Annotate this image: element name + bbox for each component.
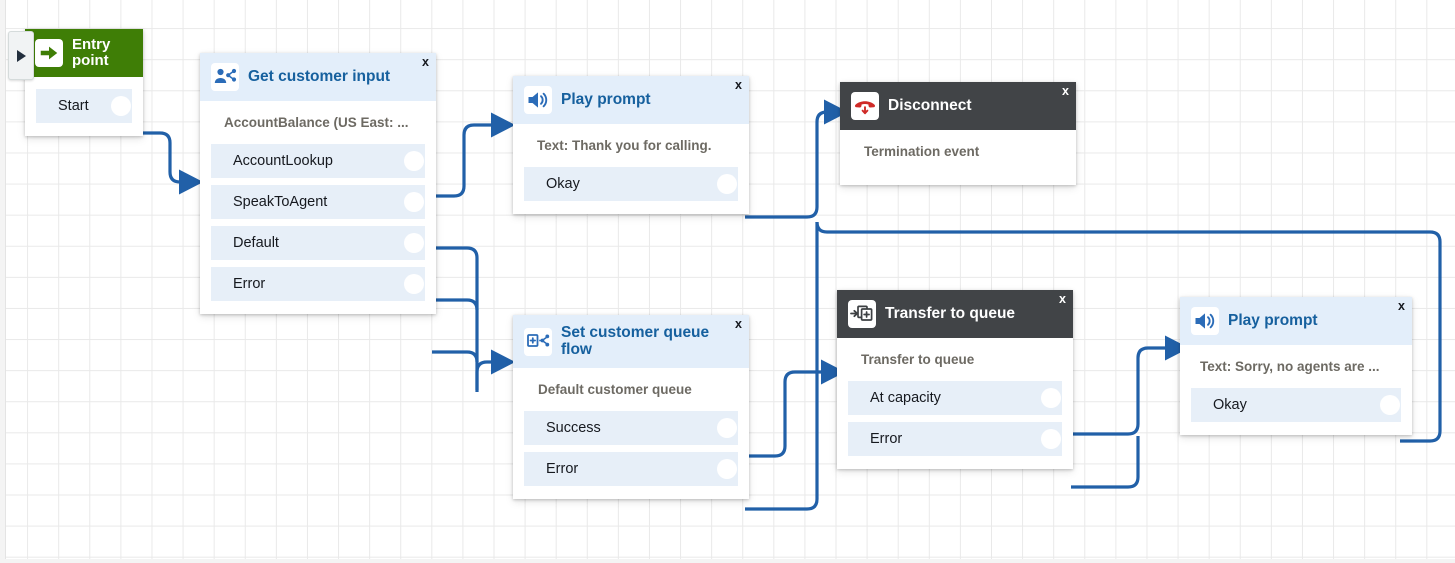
node-title: Set customer queue flow — [561, 324, 710, 358]
node-title: Transfer to queue — [885, 304, 1016, 322]
port-okay[interactable]: Okay — [524, 167, 738, 201]
node-title: Play prompt — [561, 90, 651, 108]
wire-success-to-transfer — [745, 359, 846, 458]
port-connector-dot[interactable] — [717, 174, 737, 194]
port-start[interactable]: Start — [36, 89, 132, 124]
wire-okay-to-disconnect — [745, 99, 849, 219]
node-title: Entry point — [72, 36, 111, 70]
node-header: x Get customer input — [200, 53, 436, 101]
port-connector-dot[interactable] — [1041, 429, 1061, 449]
port-default[interactable]: Default — [211, 226, 425, 260]
port-label: Success — [546, 420, 601, 437]
chevron-right-icon — [16, 49, 26, 62]
port-label: Error — [870, 431, 903, 447]
port-label: AccountLookup — [233, 153, 333, 169]
node-header: x Play prompt — [513, 76, 749, 124]
node-ports: Success Error — [513, 411, 749, 499]
node-subtitle: Text: Thank you for calling. — [537, 138, 712, 153]
port-label: Error — [233, 276, 266, 292]
canvas-left-gutter — [0, 0, 6, 563]
port-connector-dot[interactable] — [404, 192, 424, 212]
node-subtitle: AccountBalance (US East: ... — [224, 115, 409, 130]
speaker-icon — [1191, 307, 1219, 335]
port-success[interactable]: Success — [524, 411, 738, 446]
port-label: Error — [546, 461, 579, 478]
port-label: Okay — [546, 176, 580, 192]
port-connector-dot[interactable] — [404, 233, 424, 253]
node-play-prompt-thanks[interactable]: x Play prompt Text: Thank you for callin… — [513, 76, 749, 214]
node-subtitle: Text: Sorry, no agents are ... — [1200, 359, 1380, 374]
node-ports: At capacity Error — [837, 381, 1073, 469]
port-accountlookup[interactable]: AccountLookup — [211, 144, 425, 178]
node-title: Disconnect — [888, 96, 972, 114]
node-ports: Start — [25, 89, 143, 136]
set-queue-flow-icon — [524, 327, 552, 356]
wire-transfer-error-rail — [1071, 436, 1140, 489]
wire-setqueue-error-rail — [745, 222, 819, 511]
port-connector-dot[interactable] — [111, 96, 131, 117]
port-error[interactable]: Error — [211, 267, 425, 301]
node-header: Entry point — [25, 29, 143, 78]
node-play-prompt-no-agents[interactable]: x Play prompt Text: Sorry, no agents are… — [1180, 297, 1412, 435]
node-header: x Disconnect — [840, 82, 1076, 130]
wire-error-rail — [432, 350, 479, 363]
wire-branches-to-setqueue — [475, 349, 516, 390]
node-subtitle: Transfer to queue — [861, 352, 975, 367]
close-icon[interactable]: x — [735, 317, 742, 331]
port-connector-dot[interactable] — [1380, 395, 1400, 415]
port-connector-dot[interactable] — [717, 459, 737, 480]
port-label: Okay — [1213, 397, 1247, 413]
node-transfer-to-queue[interactable]: x Transfer to queue Transfer to queue At… — [837, 290, 1073, 469]
node-spacer — [840, 173, 1076, 185]
port-at-capacity[interactable]: At capacity — [848, 381, 1062, 415]
node-set-customer-queue-flow[interactable]: x Set customer queue flow Default custom… — [513, 315, 749, 500]
port-label: Default — [233, 235, 279, 251]
close-icon[interactable]: x — [1062, 84, 1069, 98]
wire-accountlookup-to-playprompt — [432, 112, 516, 198]
node-title: Get customer input — [248, 67, 391, 85]
port-speaktoagent[interactable]: SpeakToAgent — [211, 185, 425, 219]
port-error[interactable]: Error — [848, 422, 1062, 456]
canvas-bottom-gutter — [0, 559, 1455, 563]
node-ports: Okay — [1180, 388, 1412, 435]
node-subtitle: Termination event — [864, 144, 980, 159]
node-ports: Okay — [513, 167, 749, 214]
transfer-queue-icon — [848, 300, 876, 328]
node-title: Play prompt — [1228, 311, 1318, 329]
node-entry-point[interactable]: Entry point Start — [25, 29, 143, 137]
node-header: x Transfer to queue — [837, 290, 1073, 338]
wire-speaktoagent-rail — [432, 246, 479, 392]
wire-start-to-input — [143, 131, 204, 195]
node-header: x Set customer queue flow — [513, 315, 749, 369]
port-connector-dot[interactable] — [717, 418, 737, 439]
close-icon[interactable]: x — [1059, 292, 1066, 306]
port-connector-dot[interactable] — [404, 151, 424, 171]
wire-atcapacity-to-playprompt2 — [1071, 335, 1190, 436]
phone-hangup-icon — [851, 92, 879, 120]
port-label: SpeakToAgent — [233, 194, 328, 210]
node-subtitle: Default customer queue — [538, 382, 692, 398]
wire-default-rail — [432, 298, 479, 311]
node-get-customer-input[interactable]: x Get customer input AccountBalance (US … — [200, 53, 436, 314]
node-disconnect[interactable]: x Disconnect Termination event — [840, 82, 1076, 185]
speaker-icon — [524, 86, 552, 114]
port-label: Start — [58, 98, 89, 115]
close-icon[interactable]: x — [735, 78, 742, 92]
node-ports: AccountLookup SpeakToAgent Default Error — [200, 144, 436, 314]
port-label: At capacity — [870, 390, 941, 406]
port-connector-dot[interactable] — [404, 274, 424, 294]
close-icon[interactable]: x — [422, 55, 429, 69]
port-okay[interactable]: Okay — [1191, 388, 1401, 422]
node-header: x Play prompt — [1180, 297, 1412, 345]
close-icon[interactable]: x — [1398, 299, 1405, 313]
port-connector-dot[interactable] — [1041, 388, 1061, 408]
customer-input-icon — [211, 63, 239, 91]
arrow-right-icon — [35, 39, 63, 68]
port-error[interactable]: Error — [524, 452, 738, 487]
expand-panel-button[interactable] — [8, 31, 34, 80]
